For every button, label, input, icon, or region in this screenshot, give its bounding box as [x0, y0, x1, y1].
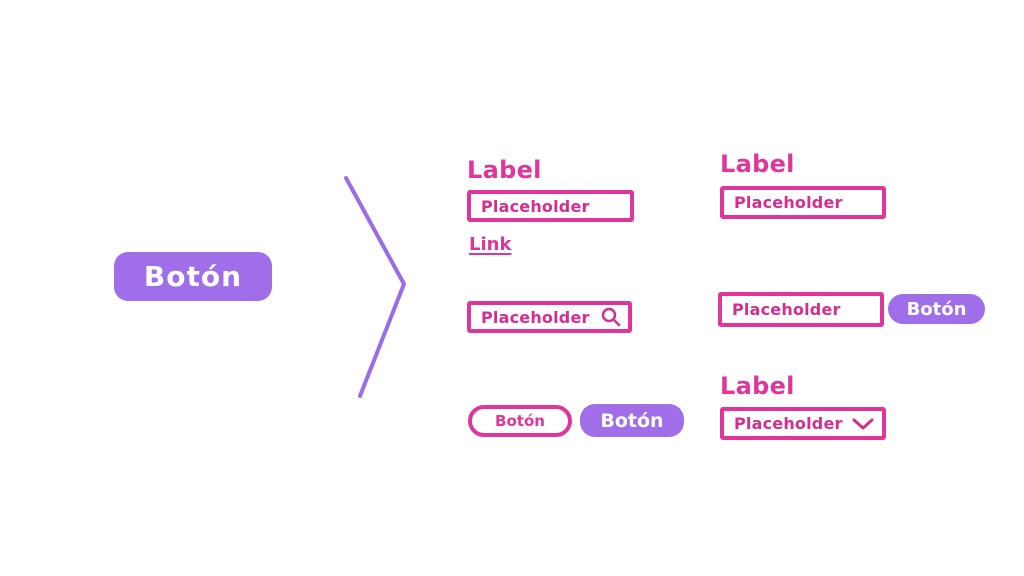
text-input-left[interactable]: Placeholder — [467, 190, 634, 222]
text-input-left-placeholder: Placeholder — [481, 196, 590, 216]
text-input-with-button[interactable]: Placeholder — [718, 292, 884, 327]
solid-button-label: Botón — [600, 409, 664, 432]
link[interactable]: Link — [469, 234, 512, 255]
search-input[interactable]: Placeholder — [467, 301, 632, 333]
main-button-label: Botón — [143, 260, 243, 293]
text-input-right[interactable]: Placeholder — [720, 186, 886, 219]
text-input-with-button-placeholder: Placeholder — [732, 300, 841, 319]
search-input-placeholder: Placeholder — [481, 307, 590, 327]
text-input-right-placeholder: Placeholder — [734, 193, 843, 212]
main-button[interactable]: Botón — [114, 252, 272, 301]
select-dropdown-value: Placeholder — [734, 414, 843, 433]
search-icon[interactable] — [600, 306, 622, 328]
select-label: Label — [720, 372, 795, 400]
field-label-right: Label — [720, 150, 795, 178]
solid-button[interactable]: Botón — [580, 404, 684, 437]
input-submit-button-label: Botón — [906, 298, 967, 320]
outline-button[interactable]: Botón — [468, 405, 572, 437]
select-dropdown[interactable]: Placeholder — [720, 407, 886, 440]
outline-button-label: Botón — [495, 412, 545, 430]
chevron-down-icon[interactable] — [852, 417, 874, 431]
field-label-left: Label — [467, 156, 542, 184]
bracket-chevron-icon — [344, 176, 406, 398]
input-submit-button[interactable]: Botón — [888, 294, 985, 324]
